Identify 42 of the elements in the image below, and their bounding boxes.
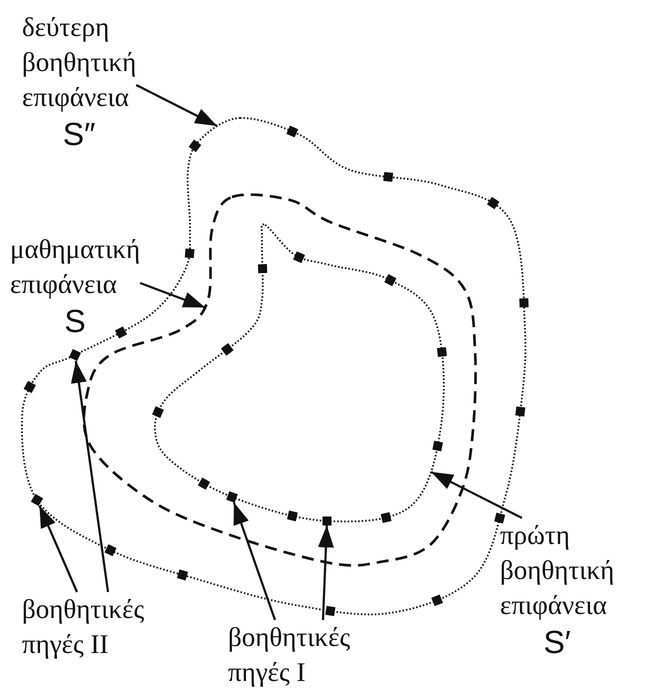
- source-marker: [322, 516, 332, 526]
- callout-text: βοηθητικές πηγές II: [22, 593, 146, 661]
- source-marker: [226, 491, 238, 503]
- source-marker: [494, 512, 506, 524]
- source-marker: [286, 126, 298, 138]
- source-marker: [188, 140, 202, 152]
- leader-arrow: [70, 360, 110, 592]
- surface-symbol: S: [63, 302, 87, 340]
- leader-arrow: [140, 282, 206, 309]
- source-marker: [325, 606, 336, 616]
- source-marker: [436, 347, 447, 358]
- leader-arrow: [430, 470, 522, 519]
- source-marker: [432, 440, 443, 452]
- source-marker: [293, 251, 305, 264]
- leader-arrow: [38, 505, 78, 592]
- surface-symbol: S″: [62, 115, 96, 153]
- source-marker: [519, 298, 529, 308]
- source-marker: [176, 569, 188, 580]
- callout-text: πρώτη βοηθητική επιφάνεια: [500, 519, 614, 622]
- leader-arrow: [232, 502, 276, 620]
- source-marker: [104, 544, 117, 556]
- callout-text: μαθηματική επιφάνεια: [10, 233, 140, 301]
- source-marker: [198, 477, 210, 490]
- callout-text: βοηθητικές πηγές I: [228, 621, 352, 689]
- source-marker: [258, 264, 268, 274]
- callout-text: δεύτερη βοηθητική επιφάνεια: [22, 11, 136, 114]
- source-marker: [30, 494, 44, 506]
- surface-symbol: S′: [542, 623, 572, 661]
- leader-arrow: [136, 84, 218, 127]
- source-marker: [184, 248, 194, 258]
- source-marker: [383, 172, 394, 182]
- source-marker: [114, 326, 128, 339]
- source-marker: [515, 406, 526, 416]
- source-marker: [486, 196, 500, 210]
- source-marker: [287, 510, 298, 522]
- source-marker: [431, 594, 443, 606]
- source-marker: [152, 406, 164, 418]
- source-marker: [220, 343, 234, 356]
- source-marker: [69, 349, 81, 361]
- source-marker: [380, 512, 392, 523]
- source-marker: [384, 274, 396, 286]
- source-marker: [24, 380, 36, 394]
